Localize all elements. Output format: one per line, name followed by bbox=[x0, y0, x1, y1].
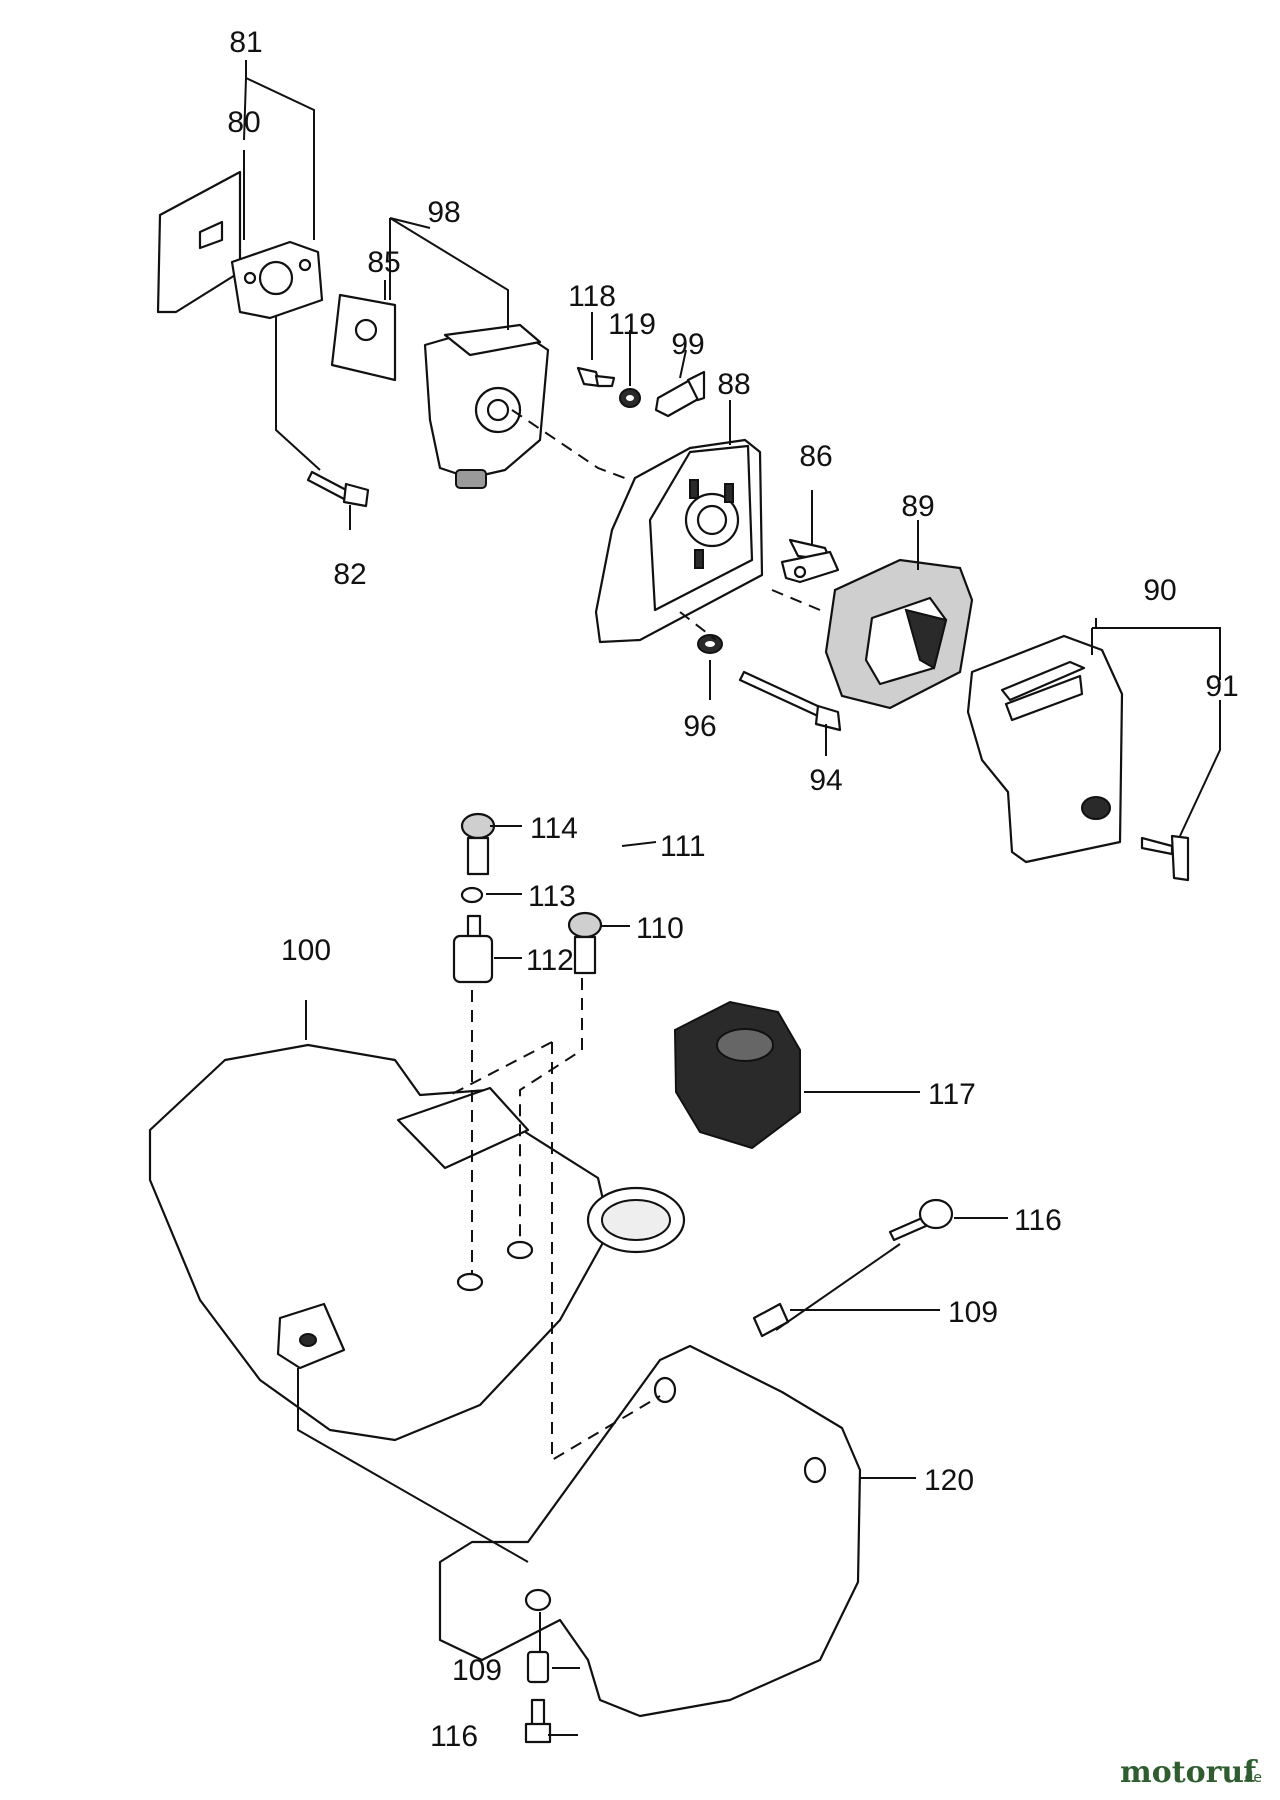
leader-lines bbox=[243, 60, 1221, 1736]
air-cleaner-base-88 bbox=[594, 438, 764, 644]
watermark-suffix: .de bbox=[1240, 1770, 1262, 1786]
callout-81: 81 bbox=[229, 26, 262, 59]
callout-111: 111 bbox=[660, 830, 706, 863]
callout-112: 112 bbox=[526, 944, 574, 977]
watermark-logo: motoruf .de bbox=[1120, 1755, 1262, 1790]
bolt-94 bbox=[738, 670, 842, 732]
cover-screw-91 bbox=[1140, 834, 1190, 882]
callout-109-upper: 109 bbox=[948, 1296, 998, 1329]
carburetor-98 bbox=[423, 323, 550, 489]
tank-bracket-120 bbox=[438, 1344, 862, 1718]
callout-88: 88 bbox=[717, 368, 750, 401]
callout-89: 89 bbox=[901, 490, 934, 523]
bolt-82 bbox=[306, 470, 370, 508]
callout-100: 100 bbox=[281, 934, 331, 967]
fuel-hose-111 bbox=[585, 785, 691, 900]
callout-118: 118 bbox=[568, 280, 616, 313]
callout-98: 98 bbox=[427, 196, 460, 229]
spacer-109-upper bbox=[752, 1302, 790, 1338]
carburetor-gasket-85 bbox=[330, 293, 397, 382]
washer-119 bbox=[619, 388, 641, 408]
callout-119: 119 bbox=[608, 308, 656, 341]
grommet-110 bbox=[567, 911, 603, 975]
callout-96: 96 bbox=[683, 710, 716, 743]
grommet-114 bbox=[460, 812, 496, 876]
fuel-tank-100 bbox=[148, 1043, 686, 1442]
callout-86: 86 bbox=[799, 440, 832, 473]
callout-117: 117 bbox=[928, 1078, 976, 1111]
callout-116-upper: 116 bbox=[1014, 1204, 1062, 1237]
callout-120: 120 bbox=[924, 1464, 974, 1497]
fuel-cap-117 bbox=[673, 1000, 801, 1150]
air-filter-element-89 bbox=[824, 558, 974, 710]
callout-110: 110 bbox=[636, 912, 684, 945]
bolt-116-lower bbox=[524, 1698, 552, 1744]
callout-109-lower: 109 bbox=[452, 1654, 502, 1687]
washer-96 bbox=[697, 634, 723, 654]
callout-114: 114 bbox=[530, 812, 578, 845]
callout-113: 113 bbox=[528, 880, 576, 913]
fuel-hose-114 bbox=[475, 685, 583, 805]
callout-82: 82 bbox=[333, 558, 366, 591]
callout-99: 99 bbox=[671, 328, 704, 361]
choke-lever-99 bbox=[654, 370, 706, 418]
clip-113 bbox=[460, 886, 484, 904]
callout-116-lower: 116 bbox=[430, 1720, 478, 1753]
choke-shaft-86 bbox=[780, 538, 840, 584]
callout-91: 91 bbox=[1205, 670, 1238, 703]
insulator-block-81 bbox=[230, 240, 324, 320]
spacer-109-lower bbox=[526, 1650, 550, 1684]
bolt-118 bbox=[576, 366, 616, 388]
callout-80: 80 bbox=[227, 106, 260, 139]
callout-85: 85 bbox=[367, 246, 400, 279]
fuel-filter-112 bbox=[452, 914, 494, 984]
bolt-116-upper bbox=[888, 1198, 954, 1242]
callout-94: 94 bbox=[809, 764, 842, 797]
watermark-name: motoruf bbox=[1120, 1755, 1258, 1790]
callout-90: 90 bbox=[1143, 574, 1176, 607]
insulator-plate-80 bbox=[156, 170, 242, 314]
air-cleaner-cover-90 bbox=[966, 634, 1124, 864]
